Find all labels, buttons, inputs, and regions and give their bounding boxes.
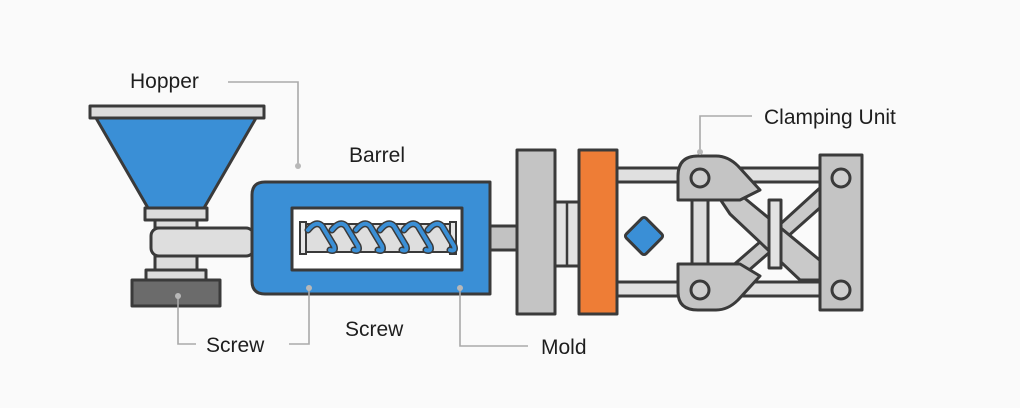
hopper-rim (88, 104, 266, 120)
mold (515, 148, 619, 316)
screw-flight (306, 221, 337, 253)
clamping-unit (676, 153, 864, 312)
barrel (250, 180, 520, 296)
label-mold: Mold (541, 336, 587, 359)
screw-flight (402, 221, 433, 253)
label-barrel: Barrel (349, 144, 405, 167)
screw-flight (426, 221, 457, 253)
leader-clamping-unit (699, 115, 752, 150)
mold-half (577, 148, 619, 316)
hopper-lower-neck (153, 254, 199, 272)
label-clamping-unit: Clamping Unit (764, 106, 896, 129)
crosshead (767, 198, 783, 270)
leader-mold (459, 288, 528, 347)
rear-pin-lower (830, 279, 852, 301)
hopper (88, 104, 266, 308)
molded-part (623, 215, 665, 257)
motor-base (130, 278, 222, 308)
label-hopper: Hopper (130, 70, 199, 93)
rear-pin-upper (830, 167, 852, 189)
hopper-neck-flange (143, 206, 209, 222)
leader-screw-left (177, 296, 196, 345)
leader-hopper (228, 81, 299, 164)
screw-flight (354, 221, 385, 253)
toggle-vertical-link (690, 198, 710, 274)
feed-pipe (149, 226, 256, 258)
toggle-upper-bracket (676, 154, 762, 202)
hopper-funnel (94, 116, 258, 210)
pivot-pin-lower (689, 279, 711, 301)
label-screw-left: Screw (206, 334, 265, 357)
stationary-platen (515, 148, 557, 316)
leader-screw-left-2 (289, 288, 310, 345)
screw-flight (330, 221, 361, 253)
screw-end-left (299, 221, 307, 255)
screw-flight (378, 221, 409, 253)
leader-screw-left-dot (175, 293, 181, 299)
leader-clamping-dot (697, 149, 703, 155)
leader-mold-dot (457, 285, 463, 291)
label-screw-center: Screw (345, 318, 404, 341)
nozzle (488, 224, 520, 252)
leader-barrel-dot (306, 285, 312, 291)
pivot-pin-upper (689, 167, 711, 189)
screw-flights (304, 220, 458, 254)
leader-hopper-dot (295, 163, 301, 169)
